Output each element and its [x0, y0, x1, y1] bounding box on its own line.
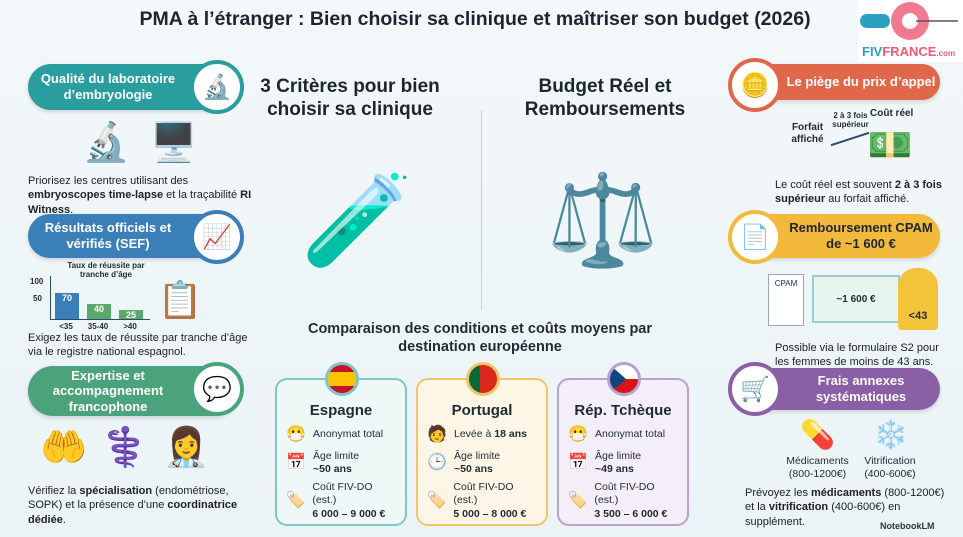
- multiplier-label: 2 à 3 fois supérieur: [832, 111, 869, 129]
- lab-illustration: 🔬 🖥️: [40, 115, 240, 170]
- criterion-results-text: Exigez les taux de réussite par tranche …: [28, 332, 248, 359]
- price-tag-icon: 🏷️: [567, 491, 588, 509]
- country-name: Espagne: [309, 402, 373, 419]
- clipboard-check-icon: 📋: [157, 278, 203, 320]
- coordinator-icon: 👩‍⚕️: [162, 426, 210, 469]
- arrow-icon: [830, 131, 870, 147]
- fees-text: Prévoyez les médicaments (800-1200€) et …: [745, 487, 945, 528]
- calendar-icon: 📅: [286, 454, 306, 472]
- chat-icon: 💬: [190, 362, 244, 416]
- chart-bar-2: 25: [119, 309, 143, 320]
- medication-icon: 💊: [800, 418, 835, 450]
- criteria-heading: 3 Critères pour bien choisir sa clinique: [260, 76, 440, 120]
- masked-face-icon: 😷: [568, 426, 588, 443]
- chart-title: Taux de réussite par tranche d’âge: [67, 261, 145, 279]
- chart-up-icon: 📈: [190, 210, 244, 264]
- country-card-czech: Rép. Tchèque 😷Anonymat total 📅Âge limite…: [557, 362, 689, 526]
- country-name: Portugal: [451, 402, 513, 419]
- cpam-form: CPAM: [768, 274, 804, 326]
- czech-flag-icon: [607, 362, 641, 396]
- vitrification-icon: ❄️: [873, 418, 908, 450]
- woman-under-43-icon: <43: [898, 268, 938, 330]
- real-cost-label: Coût réel: [870, 108, 914, 119]
- portugal-flag-icon: [466, 362, 500, 396]
- success-rate-chart: Taux de réussite par tranche d’âge 100 5…: [30, 261, 155, 332]
- masked-face-icon: 😷: [286, 426, 306, 443]
- y-tick-100: 100: [30, 277, 44, 286]
- chart-bar-0: 70: [55, 292, 79, 319]
- price-tag-icon: 🏷️: [285, 491, 306, 509]
- country-card-spain: Espagne 😷Anonymat total 📅Âge limite~50 a…: [275, 362, 407, 526]
- country-card-portugal: Portugal 🧑Levée à 18 ans 🕒Âge limite~50 …: [416, 362, 548, 526]
- coins-icon: 🪙: [728, 58, 782, 112]
- fivfrance-logo: FIVFRANCE.com: [858, 0, 963, 62]
- microscope-icon: 🔬: [190, 60, 244, 114]
- x-tick-labels: <35 35-40 >40: [50, 322, 150, 332]
- cart-plus-icon: 🛒: [728, 362, 782, 416]
- price-tag-icon: 🏷️: [426, 491, 447, 509]
- price-trap-text: Le coût réel est souvent 2 à 3 fois supé…: [775, 179, 942, 206]
- x-tick-label: <35: [59, 322, 73, 331]
- incubator-illustration: 🧪: [300, 170, 414, 271]
- y-tick-50: 50: [33, 294, 42, 303]
- chart-bar-1: 40: [87, 304, 111, 319]
- x-tick-label: >40: [123, 322, 137, 331]
- expertise-illustration: 🤲 ⚕️ 👩‍⚕️: [30, 420, 220, 475]
- x-tick-label: 35-40: [87, 322, 109, 331]
- criterion-lab-quality-text: Priorisez les centres utilisant des embr…: [28, 175, 252, 216]
- embryoscope-monitor-icon: 🖥️: [150, 121, 198, 164]
- logo-text: FIVFRANCE.com: [862, 44, 956, 59]
- balance-scale-illustration: ⚖️: [546, 170, 659, 271]
- document-euro-icon: 📄: [728, 210, 782, 264]
- banknotes-icon: 💵: [867, 123, 913, 165]
- forfait-label: Forfait affiché: [791, 122, 824, 145]
- criterion-expertise-text: Vérifiez la spécialisation (endométriose…: [28, 485, 238, 526]
- page-title: PMA à l’étranger : Bien choisir sa clini…: [139, 8, 811, 30]
- clock-icon: 🕒: [427, 454, 447, 472]
- person-arrows-icon: 🧑: [427, 426, 447, 443]
- cpam-text: Possible via le formulaire S2 pour les f…: [775, 342, 939, 369]
- caduceus-icon: ⚕️: [101, 426, 149, 469]
- divider: [481, 110, 482, 310]
- budget-heading: Budget Réel et Remboursements: [524, 76, 686, 120]
- calendar-icon: 📅: [568, 454, 588, 472]
- microscope-icon: 🔬: [82, 121, 130, 164]
- spain-flag-icon: [325, 362, 359, 396]
- vitrification-label: Vitrification(400-600€): [864, 455, 916, 481]
- medication-label: Médicaments(800-1200€): [786, 455, 849, 481]
- notebooklm-watermark: NotebookLM: [880, 521, 935, 531]
- cheque: ~1 600 €: [812, 275, 900, 323]
- care-hands-icon: 🤲: [40, 426, 88, 469]
- comparison-heading: Comparaison des conditions et coûts moye…: [307, 321, 653, 356]
- chart-plot-area: 70 40 25: [50, 276, 150, 320]
- country-name: Rép. Tchèque: [574, 402, 672, 419]
